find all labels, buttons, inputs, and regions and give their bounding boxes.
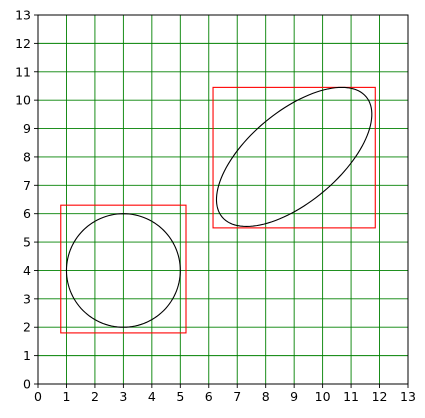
y-tick-label: 11: [15, 64, 31, 79]
x-tick-label: 8: [262, 389, 270, 404]
y-tick-label: 5: [23, 235, 31, 250]
y-tick-label: 4: [23, 263, 31, 278]
x-tick-label: 6: [205, 389, 213, 404]
x-tick-label: 13: [400, 389, 416, 404]
x-tick-label: 0: [34, 389, 42, 404]
y-tick-label: 1: [23, 348, 31, 363]
y-tick-label: 12: [15, 36, 31, 51]
y-tick-label: 13: [15, 8, 31, 23]
y-tick-label: 2: [23, 320, 31, 335]
circle-box: [60, 204, 187, 334]
x-tick-label: 1: [62, 389, 70, 404]
y-tick-label: 3: [23, 291, 31, 306]
ellipse-shape: [215, 86, 373, 228]
y-tick-label: 7: [23, 178, 31, 193]
x-tick-label: 9: [290, 389, 298, 404]
x-tick-label: 3: [119, 389, 127, 404]
y-tick-label: 8: [23, 149, 31, 164]
y-tick-label: 9: [23, 121, 31, 136]
axes-frame: [37, 14, 409, 385]
plot-background: [38, 15, 408, 384]
ellipse-box: [212, 86, 376, 229]
x-tick-label: 12: [372, 389, 388, 404]
circle-shape: [65, 213, 181, 328]
x-tick-label: 4: [148, 389, 156, 404]
y-tick-label: 6: [23, 206, 31, 221]
x-tick-label: 7: [233, 389, 241, 404]
x-tick-label: 10: [315, 389, 331, 404]
y-tick-label: 0: [23, 377, 31, 392]
x-tick-label: 2: [91, 389, 99, 404]
x-tick-label: 5: [176, 389, 184, 404]
y-tick-label: 10: [15, 93, 31, 108]
x-tick-label: 11: [343, 389, 359, 404]
